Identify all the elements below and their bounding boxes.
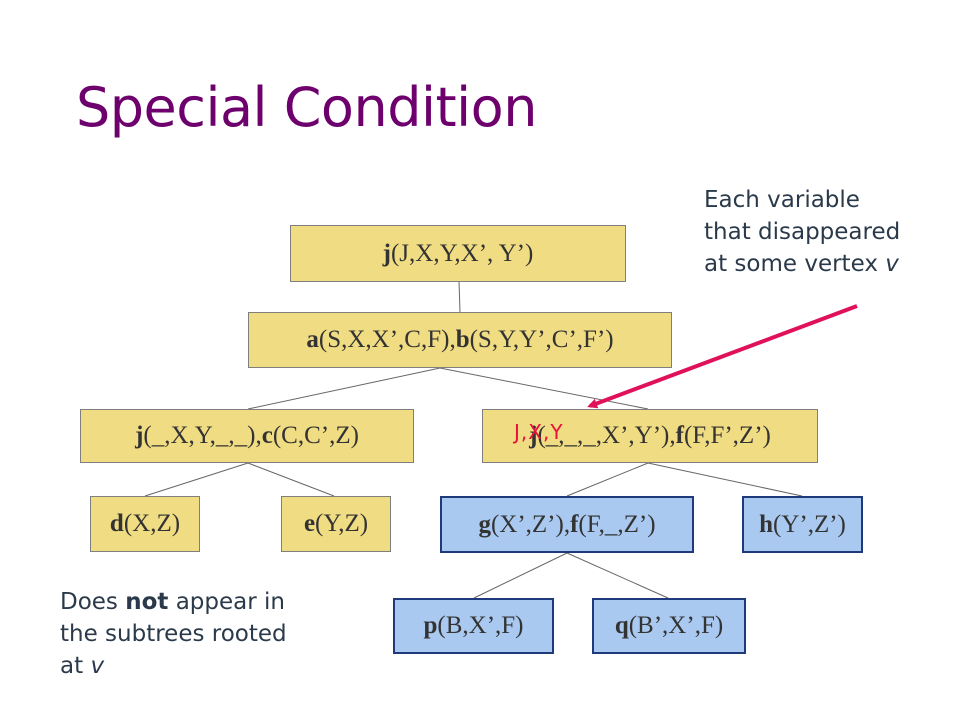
edge-g-p <box>473 552 568 599</box>
annotation-top-right: Each variable that disappeared at some v… <box>704 184 900 281</box>
annotation-line: Does not appear in <box>60 586 287 618</box>
predicate: g <box>478 510 491 538</box>
predicate: p <box>423 612 438 639</box>
predicate: j <box>382 239 391 267</box>
page-title: Special Condition <box>76 76 537 139</box>
pointer-arrow <box>587 304 858 409</box>
predicate: d <box>109 510 124 537</box>
annotation-text: at <box>60 653 91 680</box>
args: (B,X’,F) <box>437 612 524 639</box>
node-g: g(X’,Z’), f(F,_,Z’) <box>440 496 694 553</box>
annotation-line: at v <box>60 650 287 682</box>
edge-level1-left2 <box>247 367 441 410</box>
args: (J,X,Y,X’, Y’) <box>390 239 534 267</box>
node-left2: j(_,X,Y,_,_), c(C,C’,Z) <box>80 409 414 463</box>
annotation-text: at some vertex <box>704 251 886 278</box>
predicate: b <box>455 326 470 353</box>
args: (S,Y,Y’,C’,F’) <box>469 326 614 353</box>
predicate: h <box>759 510 773 538</box>
args: (_,_,_,X’,Y’), <box>537 422 676 449</box>
node-q: q(B’,X’,F) <box>592 598 746 654</box>
annotation-emphasis: not <box>125 589 169 615</box>
annotation-variable: v <box>885 251 899 278</box>
edge-left2-e <box>247 462 335 497</box>
args: (F,F’,Z’) <box>683 422 771 449</box>
edge-right2-g <box>566 462 649 497</box>
edge-left2-d <box>144 462 249 497</box>
node-d: d(X,Z) <box>90 496 200 552</box>
args: (C,C’,Z) <box>272 422 359 449</box>
args: (B’,X’,F) <box>628 612 724 639</box>
annotation-line: that disappeared <box>704 219 901 246</box>
node-right2: j(_,_,_,X’,Y’), f(F,F’,Z’) <box>482 409 818 463</box>
edge-right2-h <box>647 462 803 497</box>
annotation-text: appear in <box>168 589 285 615</box>
node-e: e(Y,Z) <box>281 496 391 552</box>
node-level1: a(S,X,X’,C,F), b(S,Y,Y’,C’,F’) <box>248 312 672 368</box>
predicate: f <box>675 422 684 449</box>
args: (X,Z) <box>123 510 181 537</box>
annotation-line: Each variable <box>704 187 860 213</box>
args: (S,X,X’,C,F), <box>318 326 456 353</box>
args: (X’,Z’), <box>490 510 571 538</box>
annotation-line: at some vertex v <box>704 248 900 280</box>
disappeared-variables-overlay: J,X,Y <box>514 420 564 444</box>
edge-level1-right2 <box>439 367 649 410</box>
predicate: a <box>306 326 319 353</box>
node-h: h(Y’,Z’) <box>742 496 863 553</box>
annotation-bottom-left: Does not appear in the subtrees rooted a… <box>60 586 287 683</box>
predicate: j <box>529 422 538 449</box>
node-p: p(B,X’,F) <box>393 598 554 654</box>
annotation-text: Does <box>60 589 126 615</box>
edge-root-level1 <box>458 280 461 313</box>
annotation-variable: v <box>90 653 105 680</box>
args: (Y’,Z’) <box>773 510 846 538</box>
predicate: j <box>135 422 144 449</box>
predicate: f <box>570 510 579 538</box>
predicate: e <box>303 510 316 537</box>
args: (_,X,Y,_,_), <box>143 422 262 449</box>
args: (Y,Z) <box>315 510 369 537</box>
predicate: q <box>614 612 629 639</box>
edge-g-q <box>566 552 669 599</box>
node-root: j(J,X,Y,X’, Y’) <box>290 225 626 282</box>
predicate: c <box>261 422 273 449</box>
args: (F,_,Z’) <box>578 510 656 538</box>
annotation-line: the subtrees rooted <box>60 621 287 648</box>
